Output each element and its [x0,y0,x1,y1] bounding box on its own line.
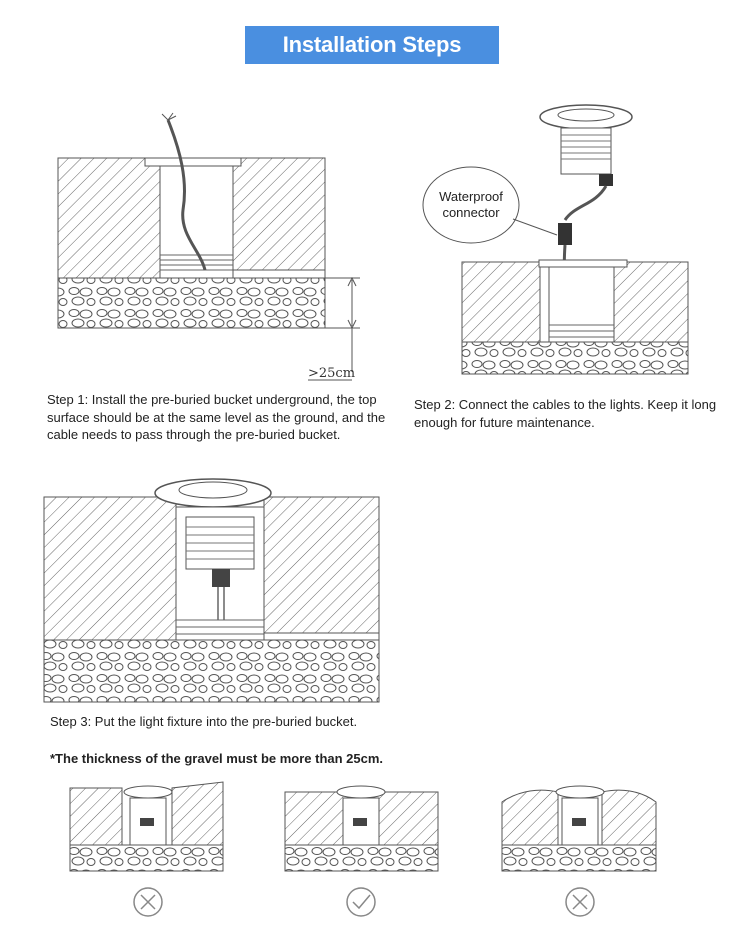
gravel-note: *The thickness of the gravel must be mor… [50,751,384,766]
waterproof-connector [558,223,572,245]
cross-circle-icon [565,887,595,917]
callout-text-2: connector [442,205,500,220]
example-correct [284,785,439,917]
step2-diagram: Waterproof connector [422,104,689,375]
page-title: Installation Steps [245,26,499,64]
step1-diagram: >25cm [57,112,360,381]
dimension-label: >25cm [308,366,355,381]
step1-caption: Step 1: Install the pre-buried bucket un… [47,392,386,442]
callout-text-1: Waterproof [439,189,503,204]
step3-caption: Step 3: Put the light fixture into the p… [50,714,358,729]
step3-diagram [43,478,380,703]
check-circle-icon [346,887,376,917]
cross-circle-icon [133,887,163,917]
example-incorrect-low [69,781,224,917]
example-incorrect-high [501,785,657,917]
step2-caption: Step 2: Connect the cables to the lights… [414,397,717,430]
